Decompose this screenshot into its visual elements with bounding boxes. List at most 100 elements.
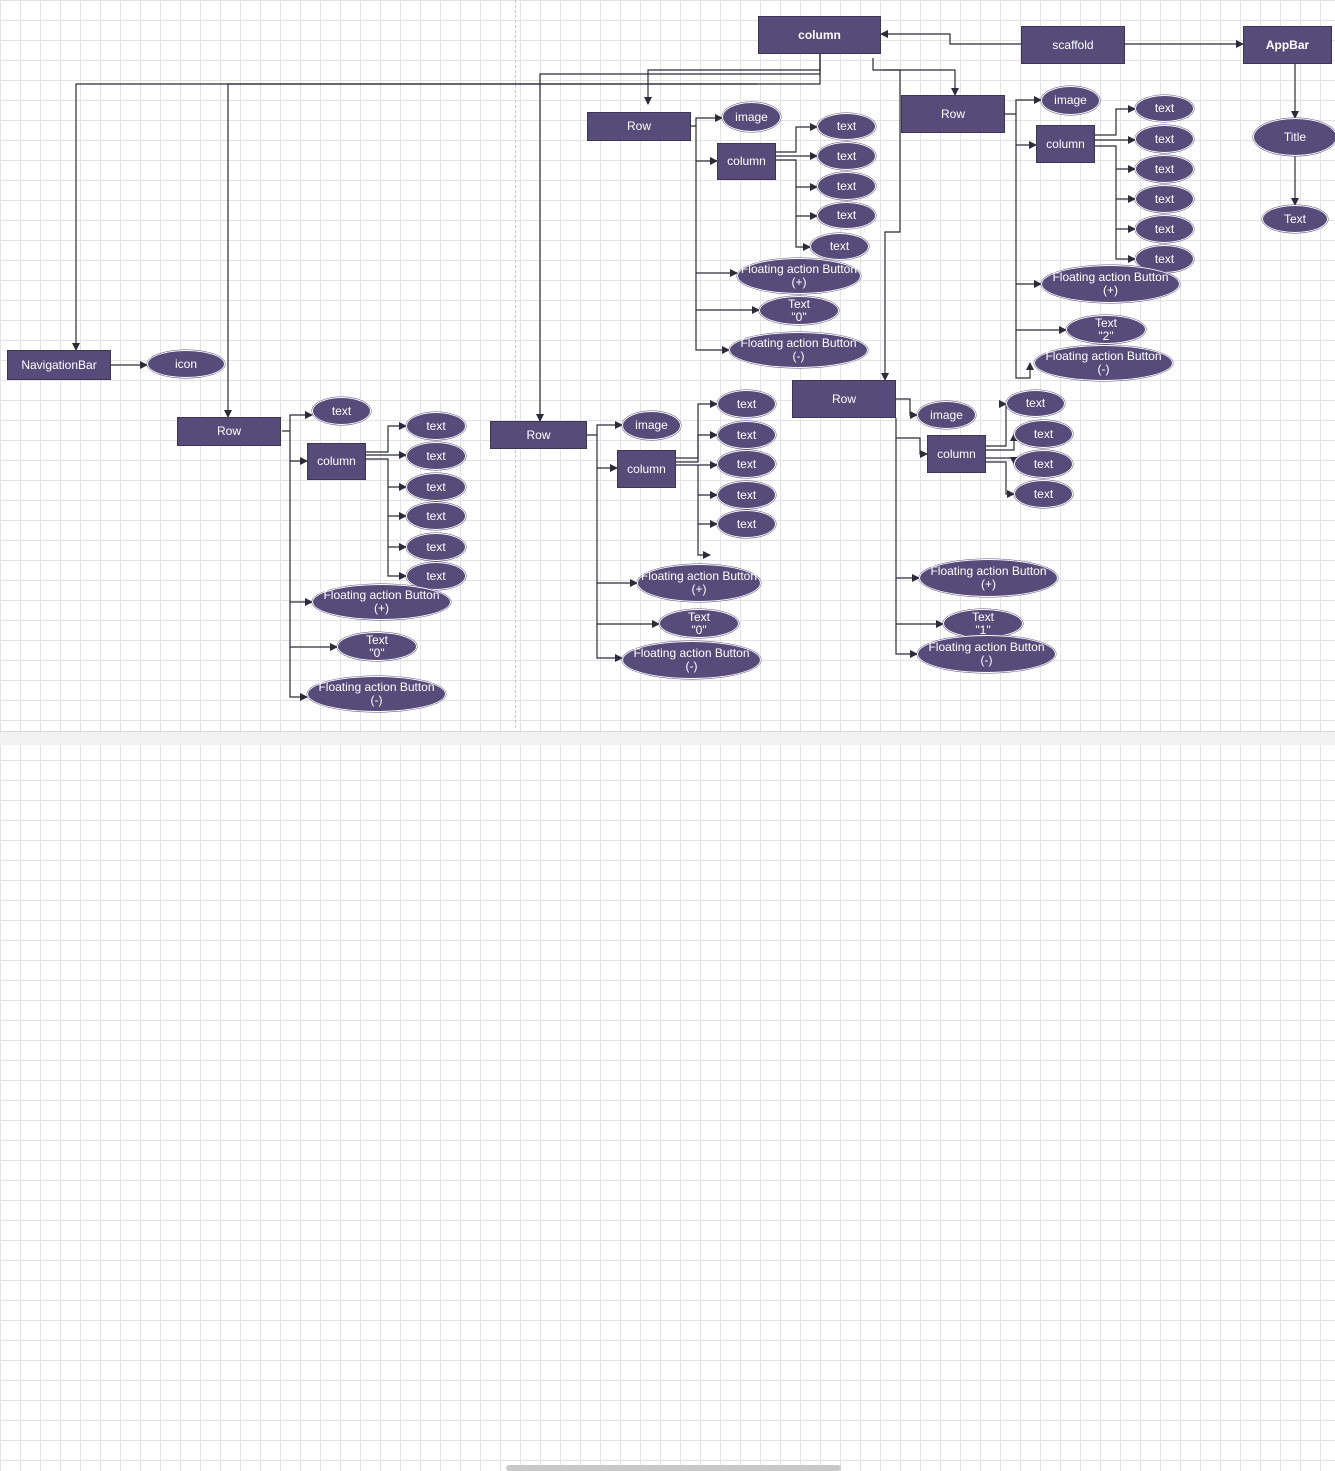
connector-arrow (1005, 96, 1042, 115)
node-row-b[interactable]: Row (587, 112, 691, 141)
node-e-t1[interactable]: text (1006, 390, 1065, 417)
node-d-t1[interactable]: text (1135, 95, 1194, 122)
node-b-t1[interactable]: text (817, 113, 876, 140)
node-a-text[interactable]: text (312, 397, 371, 425)
node-b-t4[interactable]: text (817, 202, 876, 229)
node-scaffold[interactable]: scaffold (1021, 26, 1125, 64)
node-d-text2[interactable]: Text "2" (1066, 315, 1146, 344)
connector-arrow (289, 647, 308, 701)
node-b-t5[interactable]: text (810, 233, 869, 260)
node-d-t2[interactable]: text (1135, 125, 1194, 153)
node-row-a[interactable]: Row (177, 417, 281, 446)
connector-arrow (697, 495, 718, 528)
connector-arrow (587, 421, 623, 436)
node-c-image[interactable]: image (622, 411, 681, 440)
node-appbar-text[interactable]: Text (1262, 205, 1328, 233)
node-b-fab-plus[interactable]: Floating action Button (+) (737, 258, 861, 294)
node-navbar[interactable]: NavigationBar (7, 350, 111, 380)
node-e-fab-minus[interactable]: Floating action Button (-) (917, 635, 1056, 673)
node-e-t3[interactable]: text (1014, 450, 1073, 478)
connector-arrow (795, 216, 811, 251)
connector-arrow (1115, 199, 1136, 233)
node-d-fab-plus[interactable]: Floating action Button (+) (1041, 265, 1180, 303)
connector-arrow (695, 126, 718, 165)
connector-arrow (1015, 114, 1037, 149)
node-c-text0[interactable]: Text "0" (659, 609, 739, 638)
node-d-column[interactable]: column (1036, 125, 1095, 163)
node-a-t3[interactable]: text (406, 473, 466, 501)
connector-arrow (366, 422, 407, 453)
node-c-column[interactable]: column (617, 450, 676, 488)
node-row-d[interactable]: Row (901, 95, 1005, 133)
node-e-column[interactable]: column (927, 435, 986, 473)
node-c-t2[interactable]: text (717, 421, 776, 449)
node-b-column[interactable]: column (717, 143, 776, 180)
connector-arrow (536, 54, 821, 422)
node-b-text0[interactable]: Text "0" (759, 296, 839, 325)
connector-arrow (1015, 330, 1034, 379)
node-nav-icon[interactable]: icon (147, 350, 225, 378)
node-c-t1[interactable]: text (717, 390, 776, 418)
node-b-fab-minus[interactable]: Floating action Button (-) (729, 332, 868, 368)
node-e-t2[interactable]: text (1014, 420, 1073, 448)
node-c-fab-plus[interactable]: Floating action Button (+) (637, 564, 761, 602)
node-d-image[interactable]: image (1041, 86, 1100, 115)
node-a-t5[interactable]: text (406, 533, 466, 561)
node-a-t4[interactable]: text (406, 502, 466, 530)
node-a-fab-plus[interactable]: Floating action Button (+) (312, 584, 451, 620)
connector-arrow (289, 431, 308, 465)
node-a-t2[interactable]: text (406, 442, 466, 470)
page-break-divider (515, 0, 516, 728)
connector-arrow (697, 524, 711, 559)
connector-arrow (986, 433, 1018, 451)
node-e-fab-plus[interactable]: Floating action Button (+) (919, 559, 1058, 597)
connector-arrow (596, 624, 623, 662)
node-title[interactable]: Title (1253, 118, 1335, 156)
connector-arrow (644, 54, 821, 105)
connector-arrow (691, 114, 723, 127)
node-column-top[interactable]: column (758, 16, 881, 54)
node-row-e[interactable]: Row (792, 380, 896, 418)
node-c-t5[interactable]: text (717, 510, 776, 538)
node-d-t4[interactable]: text (1135, 185, 1194, 213)
connector-arrow (387, 547, 407, 580)
connector-arrow (795, 187, 818, 220)
node-d-t5[interactable]: text (1135, 215, 1194, 243)
node-b-t3[interactable]: text (817, 172, 876, 200)
node-a-text0[interactable]: Text "0" (337, 632, 417, 661)
connector-arrow (986, 403, 1010, 447)
node-c-t3[interactable]: text (717, 450, 776, 478)
node-c-t4[interactable]: text (717, 481, 776, 509)
connector-arrow (1015, 145, 1042, 288)
node-e-t4[interactable]: text (1014, 480, 1073, 508)
connector-arrow (895, 624, 918, 658)
node-a-fab-minus[interactable]: Floating action Button (-) (307, 676, 446, 712)
node-appbar[interactable]: AppBar (1243, 26, 1332, 64)
connector-arrow (1095, 145, 1136, 173)
node-a-t1[interactable]: text (406, 412, 466, 440)
connector-arrow (986, 461, 1015, 498)
connector-arrow (387, 487, 407, 520)
canvas-scrollbar[interactable] (0, 731, 1335, 1471)
node-e-text1[interactable]: Text "1" (943, 609, 1023, 638)
node-e-image[interactable]: image (917, 401, 976, 429)
node-d-fab-minus[interactable]: Floating action Button (-) (1034, 345, 1173, 381)
connector-arrow (776, 123, 818, 153)
connector-arrow (676, 431, 718, 463)
node-c-fab-minus[interactable]: Floating action Button (-) (622, 641, 761, 679)
connector-arrow (880, 30, 1021, 45)
node-a-column[interactable]: column (307, 443, 366, 480)
connector-arrow (676, 400, 718, 459)
node-a-t6[interactable]: text (406, 562, 466, 590)
scrollbar-thumb[interactable] (506, 1465, 841, 1471)
connector-arrow (895, 438, 920, 582)
connector-arrow (695, 310, 730, 354)
connector-arrow (986, 457, 1018, 465)
connector-arrow (1115, 229, 1136, 263)
node-b-image[interactable]: image (722, 102, 781, 132)
connector-arrow (881, 69, 901, 381)
node-d-t3[interactable]: text (1135, 155, 1194, 183)
node-row-c[interactable]: Row (490, 421, 587, 449)
node-b-t2[interactable]: text (817, 142, 876, 170)
